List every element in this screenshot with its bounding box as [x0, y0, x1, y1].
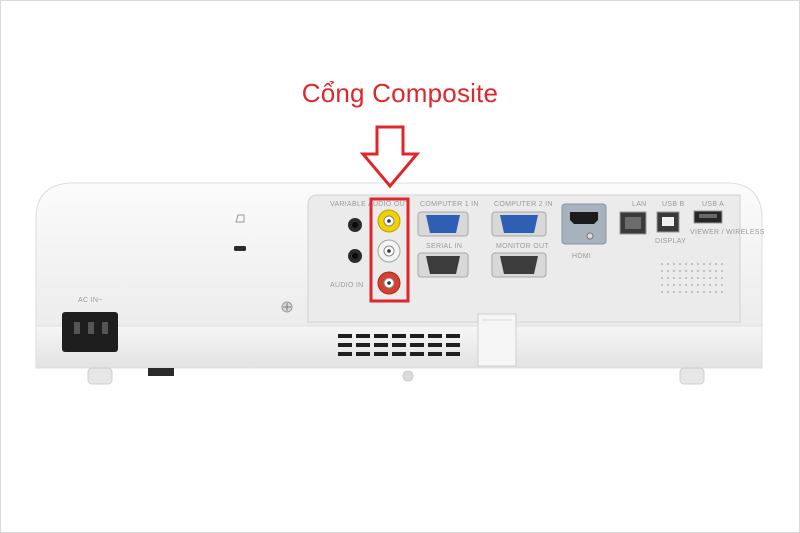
lan-port: LAN	[619, 201, 647, 235]
down-arrow-icon	[359, 125, 421, 189]
computer2-in-port: COMPUTER 2 IN	[491, 201, 553, 237]
computer2-in-label: COMPUTER 2 IN	[494, 201, 553, 208]
usb-a-label: USB A	[702, 201, 724, 208]
computer1-in-port: COMPUTER 1 IN	[417, 201, 479, 237]
lan-label: LAN	[632, 201, 647, 208]
vent-slots	[338, 334, 460, 356]
usb-b-port: USB B DISPLAY	[655, 201, 686, 245]
serial-in-port: SERIAL IN	[417, 243, 469, 278]
display-label: DISPLAY	[655, 238, 686, 245]
viewer-wireless-label: VIEWER / WIRELESS	[690, 229, 765, 236]
usb-b-label: USB B	[662, 201, 685, 208]
monitor-out-label: MONITOR OUT	[496, 243, 549, 250]
monitor-out-port: MONITOR OUT	[491, 243, 549, 278]
speaker-grille	[660, 262, 724, 294]
composite-highlight-box	[369, 197, 410, 303]
lock-icon	[234, 214, 246, 251]
audio-in-label: AUDIO IN	[330, 282, 364, 289]
hdmi-label: HDMI	[572, 253, 591, 260]
serial-in-label: SERIAL IN	[426, 243, 462, 250]
composite-port-caption: Cổng Composite	[301, 78, 499, 108]
hdmi-port: HDMI	[561, 203, 607, 260]
usb-a-port: USB A VIEWER / WIRELESS	[690, 201, 765, 236]
ac-inlet: AC IN~	[62, 297, 118, 352]
composite-rca-ports	[377, 209, 401, 295]
ac-in-label: AC IN~	[78, 297, 103, 304]
cable-cover-latch	[477, 313, 517, 367]
computer1-in-label: COMPUTER 1 IN	[420, 201, 479, 208]
ground-screw	[281, 301, 293, 313]
